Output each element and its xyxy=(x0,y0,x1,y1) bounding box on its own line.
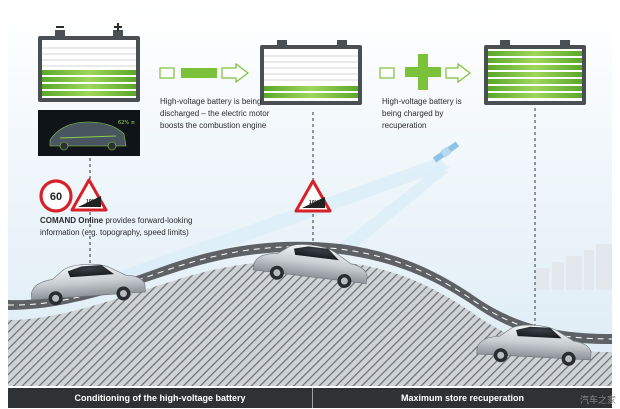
plus-icon xyxy=(114,23,122,31)
gradient-value-1: 10% xyxy=(86,199,97,205)
gradient-sign-1: 10% xyxy=(70,178,108,212)
car-1 xyxy=(30,263,146,306)
speed-limit-value: 60 xyxy=(50,191,62,203)
minus-icon xyxy=(56,26,64,28)
battery-display-screen: 62% ≡ xyxy=(38,110,140,156)
battery-mid xyxy=(260,40,362,105)
car-3 xyxy=(476,324,592,366)
city-skyline xyxy=(535,244,612,290)
footer-right-label: Maximum store recuperation xyxy=(400,393,525,403)
battery-discharging xyxy=(38,23,140,102)
speed-limit-sign: 60 xyxy=(39,179,73,213)
footer-bar: Conditioning of the high-voltage battery… xyxy=(8,388,612,408)
gradient-sign-2: 10% xyxy=(294,179,332,213)
footer-left-label: Conditioning of the high-voltage battery xyxy=(8,388,313,408)
car-2 xyxy=(252,244,368,289)
charge-plus-icon xyxy=(379,54,471,90)
satellite-icon xyxy=(432,141,460,163)
comand-brand: COMAND Online xyxy=(40,216,104,225)
battery-reading: 62% ≡ xyxy=(118,120,135,126)
signal-beam-1 xyxy=(118,158,450,282)
gradient-value-2: 10% xyxy=(309,200,320,206)
caption-discharge: High-voltage battery is being discharged… xyxy=(160,97,270,130)
signal-beam-2 xyxy=(332,165,448,256)
comand-description: provides forward-looking information (e.… xyxy=(40,216,193,237)
battery-charged xyxy=(484,40,586,105)
caption-charge: High-voltage battery is being charged by… xyxy=(382,97,462,130)
terrain-hatch xyxy=(8,260,612,386)
caption-comand: COMAND Online provides forward-looking i… xyxy=(40,215,215,239)
watermark: 汽车之家 xyxy=(579,396,616,406)
arrow-right-icon xyxy=(159,62,249,84)
